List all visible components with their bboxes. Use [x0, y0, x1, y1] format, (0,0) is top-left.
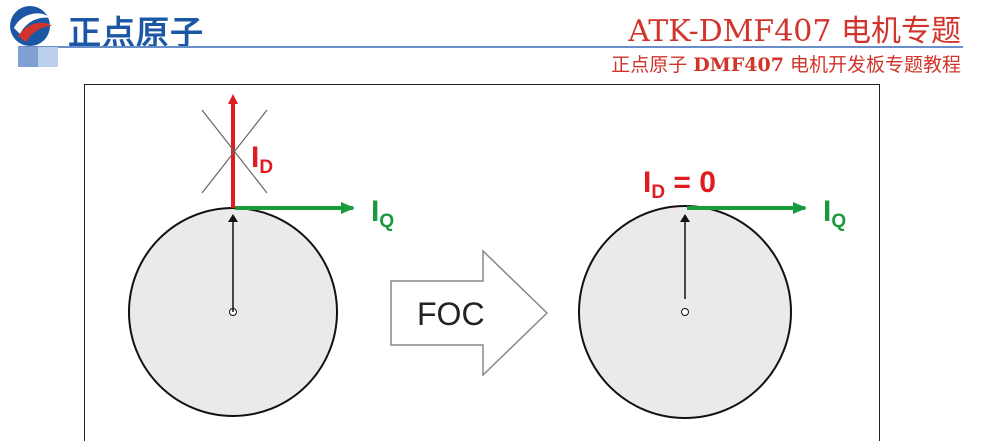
- left-id-label: ID: [251, 141, 273, 178]
- left-panel: ID IQ: [128, 94, 394, 417]
- right-id-zero-label: ID = 0: [643, 166, 716, 203]
- brand-logo: 正点原子: [8, 4, 238, 52]
- foc-diagram-svg: ID IQ FOC ID = 0 IQ: [128, 94, 846, 419]
- right-iq-label: IQ: [823, 195, 846, 232]
- subtitle-prefix: 正点原子: [611, 54, 694, 76]
- foc-transform-arrow: FOC: [390, 249, 549, 377]
- document-title: ATK-DMF407 电机专题: [628, 14, 961, 49]
- header-divider: [18, 46, 963, 48]
- document-subtitle: 正点原子 DMF407 电机开发板专题教程: [611, 50, 961, 77]
- subtitle-board-name: DMF407: [693, 54, 784, 76]
- header-accent-square-light: [38, 47, 58, 67]
- foc-diagram: ID IQ FOC ID = 0 IQ: [84, 84, 880, 441]
- header-accent-square-dark: [18, 47, 38, 67]
- right-rotor-center: [681, 308, 689, 316]
- left-iq-label: IQ: [371, 195, 394, 232]
- page-header: 正点原子 ATK-DMF407 电机专题 正点原子 DMF407 电机开发板专题…: [0, 0, 987, 80]
- right-panel: ID = 0 IQ: [578, 166, 846, 419]
- left-id-cross-line-b: [201, 109, 268, 194]
- foc-label: FOC: [417, 296, 485, 332]
- brand-name: 正点原子: [68, 13, 204, 52]
- brand-logo-icon: [10, 6, 52, 46]
- foc-arrow-shape: [390, 249, 549, 377]
- subtitle-suffix: 电机开发板专题教程: [783, 54, 961, 76]
